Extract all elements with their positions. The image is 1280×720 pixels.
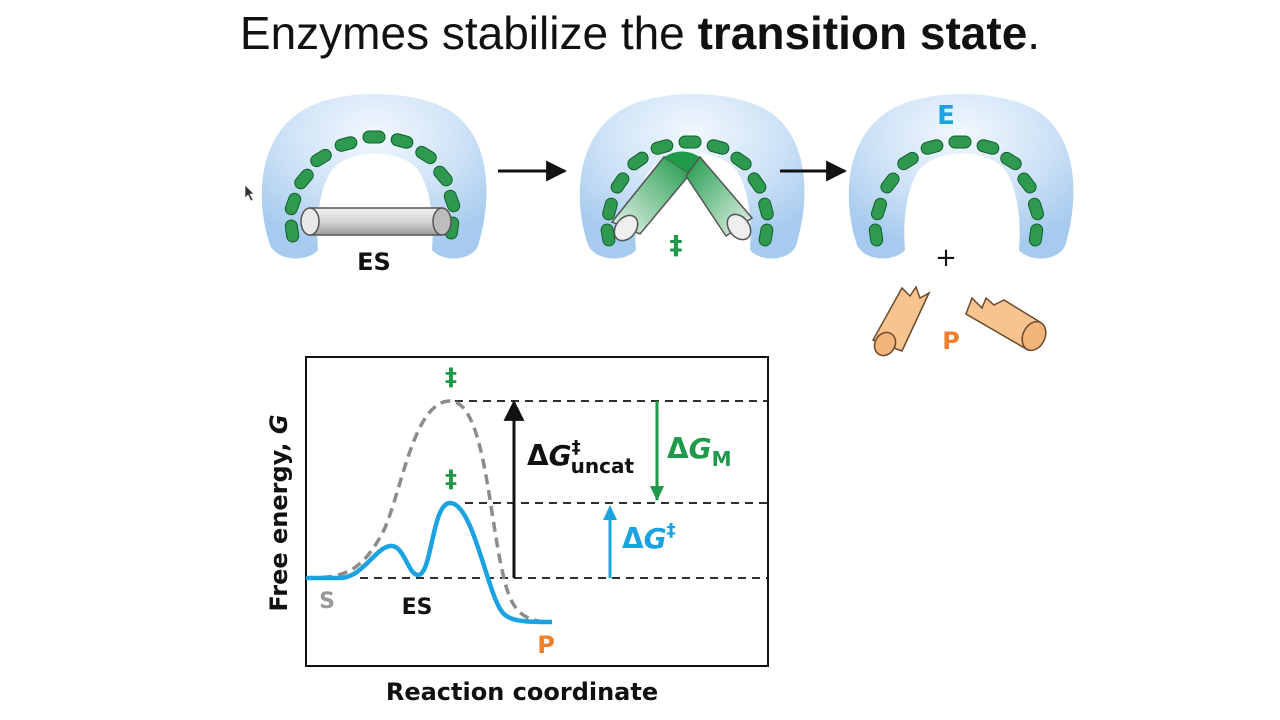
enzyme-and-products: E + P — [848, 94, 1074, 357]
delta-g-cat-delta: Δ — [622, 522, 644, 555]
uncatalyzed-curve — [305, 399, 551, 624]
product-fragment-right — [965, 296, 1047, 352]
mouse-cursor-icon — [244, 184, 255, 202]
ts-stage-label: ‡ — [670, 231, 683, 261]
y-axis-label-symbol: G — [265, 414, 293, 434]
graph-es-label: ES — [402, 595, 433, 620]
transition-state-complex: ‡ — [579, 94, 805, 261]
y-axis-label: Free energy, G — [265, 414, 293, 611]
title-emphasis: transition state — [697, 7, 1028, 59]
product-fragment-left — [871, 285, 931, 357]
plus-sign: + — [935, 243, 957, 273]
substrate-cylinder — [300, 207, 452, 236]
product-label: P — [942, 327, 960, 355]
y-axis-label-text: Free energy, — [265, 434, 293, 612]
title-prefix: Enzymes stabilize the — [239, 7, 698, 59]
graph-frame — [305, 356, 769, 667]
delta-g-m-label: ΔGM — [667, 432, 732, 471]
delta-g-cat-dagger: ‡ — [667, 520, 676, 541]
energy-diagram: ‡ ‡ S ES P ΔG‡uncat ΔGM ΔG‡ Free energy,… — [265, 356, 769, 706]
es-complex: ES — [261, 94, 487, 276]
delta-g-m-g: G — [689, 432, 712, 465]
ts-uncat-label: ‡ — [445, 363, 457, 391]
substrate-s-label: S — [319, 589, 335, 614]
binding-site-dashes-ts — [600, 135, 774, 247]
enzyme-shape-free — [848, 94, 1074, 259]
delta-g-m-delta: Δ — [667, 432, 689, 465]
binding-site-dashes-es — [284, 130, 461, 243]
x-axis-label: Reaction coordinate — [386, 678, 658, 706]
ts-cat-label: ‡ — [445, 465, 457, 493]
delta-g-uncat-delta: Δ — [527, 439, 549, 472]
delta-g-uncat-g: G — [549, 439, 572, 472]
bent-substrate — [610, 151, 754, 242]
enzyme-label: E — [937, 101, 955, 131]
delta-g-cat-label: ΔG‡ — [622, 520, 676, 555]
delta-g-cat-arrowhead — [603, 505, 617, 520]
delta-g-uncat-label: ΔG‡uncat — [527, 437, 634, 478]
delta-g-cat-g: G — [644, 522, 667, 555]
catalyzed-curve — [306, 500, 553, 625]
graph-p-label: P — [537, 631, 555, 659]
es-stage-label: ES — [357, 248, 391, 276]
delta-g-uncat-dagger: ‡ — [572, 437, 581, 458]
delta-g-m-sub: M — [712, 447, 732, 471]
binding-site-dashes-free — [868, 135, 1045, 247]
slide-title: Enzymes stabilize the transition state. — [0, 6, 1280, 60]
title-suffix: . — [1027, 7, 1041, 59]
delta-g-uncat-sub: uncat — [571, 454, 635, 478]
delta-g-m-arrowhead — [650, 486, 664, 501]
